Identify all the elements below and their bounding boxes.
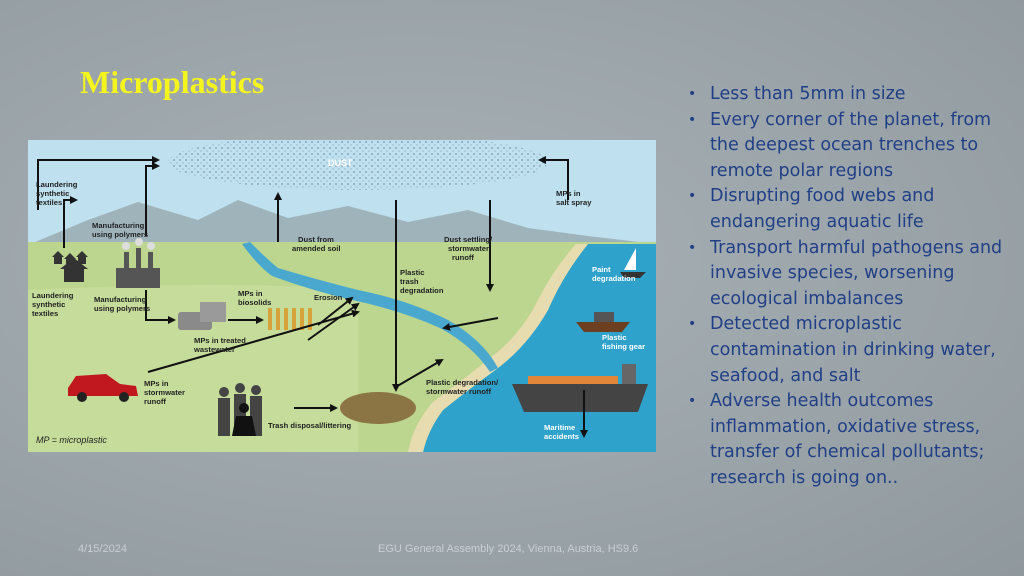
dust-cloud (168, 140, 548, 190)
svg-text:degradation: degradation (592, 274, 636, 283)
slide-footer: EGU General Assembly 2024, Vienna, Austr… (378, 543, 639, 555)
svg-text:textiles: textiles (36, 198, 62, 207)
svg-text:Plastic degradation/: Plastic degradation/ (426, 378, 499, 387)
svg-text:MPs in treated: MPs in treated (194, 336, 246, 345)
sailboat-icon (620, 248, 646, 278)
svg-text:stormwater runoff: stormwater runoff (426, 387, 491, 396)
svg-text:MPs in: MPs in (144, 379, 169, 388)
svg-text:stormwater: stormwater (448, 244, 489, 253)
fishing-boat-icon (576, 312, 630, 332)
label-paint: Paint degradation (592, 265, 636, 283)
bullet-item: Every corner of the planet, from the dee… (688, 108, 1008, 185)
svg-text:Manufacturing: Manufacturing (92, 221, 145, 230)
svg-text:synthetic: synthetic (32, 300, 65, 309)
svg-text:stormwater: stormwater (144, 388, 185, 397)
svg-text:synthetic: synthetic (36, 189, 69, 198)
label-mps-stormwater: MPs in stormwater runoff (144, 379, 185, 406)
label-laundering-top: Laundering synthetic textiles (36, 180, 78, 207)
flow-arrows (37, 156, 588, 438)
svg-text:trash: trash (400, 277, 419, 286)
svg-text:salt spray: salt spray (556, 198, 592, 207)
slide-title: Microplastics (80, 64, 265, 100)
label-dust-soil: Dust from amended soil (292, 235, 341, 253)
label-mps-wastewater: MPs in treated wastewater (193, 336, 246, 354)
svg-text:Plastic: Plastic (400, 268, 424, 277)
svg-text:Laundering: Laundering (36, 180, 78, 189)
svg-text:wastewater: wastewater (193, 345, 235, 354)
svg-text:Laundering: Laundering (32, 291, 74, 300)
svg-text:MPs in: MPs in (556, 189, 581, 198)
bullet-item: Detected microplastic contamination in d… (688, 312, 1008, 389)
label-laundering-bottom: Laundering synthetic textiles (32, 291, 74, 318)
svg-text:using polymers: using polymers (92, 230, 148, 239)
treatment-plant-icon (178, 302, 226, 330)
label-dust-settling: Dust settling/ stormwater runoff (444, 235, 493, 262)
dust-label: DUST (328, 158, 353, 168)
svg-text:Dust settling/: Dust settling/ (444, 235, 493, 244)
svg-text:Paint: Paint (592, 265, 611, 274)
cargo-ship-icon (512, 364, 648, 412)
svg-text:MPs in: MPs in (238, 289, 263, 298)
label-mps-salt: MPs in salt spray (556, 189, 592, 207)
svg-text:runoff: runoff (452, 253, 474, 262)
svg-text:runoff: runoff (144, 397, 166, 406)
bullet-list: Less than 5mm in size Every corner of th… (688, 82, 1008, 492)
beach (408, 244, 588, 452)
slide-date: 4/15/2024 (78, 543, 127, 555)
bullet-item: Disrupting food webs and endangering aqu… (688, 184, 1008, 235)
svg-text:degradation: degradation (400, 286, 444, 295)
bullet-item: Transport harmful pathogens and invasive… (688, 236, 1008, 313)
people-icon (218, 383, 262, 436)
land-foreground (28, 285, 358, 452)
label-erosion: Erosion (314, 293, 343, 302)
svg-text:fishing gear: fishing gear (602, 342, 645, 351)
factory-icon (116, 238, 160, 288)
svg-text:Maritime: Maritime (544, 423, 575, 432)
label-trash-disposal: Trash disposal/littering (268, 421, 351, 430)
svg-text:amended soil: amended soil (292, 244, 341, 253)
crops-icon (268, 308, 312, 330)
label-mps-biosolids: MPs in biosolids (238, 289, 271, 307)
svg-text:biosolids: biosolids (238, 298, 271, 307)
legend-text: MP = microplastic (36, 435, 107, 445)
microplastics-cycle-diagram: DUST (28, 140, 656, 452)
svg-text:Plastic: Plastic (602, 333, 626, 342)
trash-pile (340, 392, 416, 424)
svg-text:textiles: textiles (32, 309, 58, 318)
label-manufacturing-top: Manufacturing using polymers (92, 221, 148, 239)
svg-text:accidents: accidents (544, 432, 579, 441)
bullet-item: Adverse health outcomes inflammation, ox… (688, 389, 1008, 491)
svg-text:using polymers: using polymers (94, 304, 150, 313)
bullet-item: Less than 5mm in size (688, 82, 1008, 108)
svg-text:Dust from: Dust from (298, 235, 334, 244)
label-maritime: Maritime accidents (544, 423, 579, 441)
label-plastic-degradation: Plastic degradation/ stormwater runoff (426, 378, 499, 396)
label-fishing: Plastic fishing gear (602, 333, 645, 351)
label-plastic-trash: Plastic trash degradation (400, 268, 444, 295)
label-manufacturing-bottom: Manufacturing using polymers (94, 295, 150, 313)
house-icon (52, 251, 88, 282)
svg-text:Manufacturing: Manufacturing (94, 295, 147, 304)
car-icon (68, 374, 138, 402)
